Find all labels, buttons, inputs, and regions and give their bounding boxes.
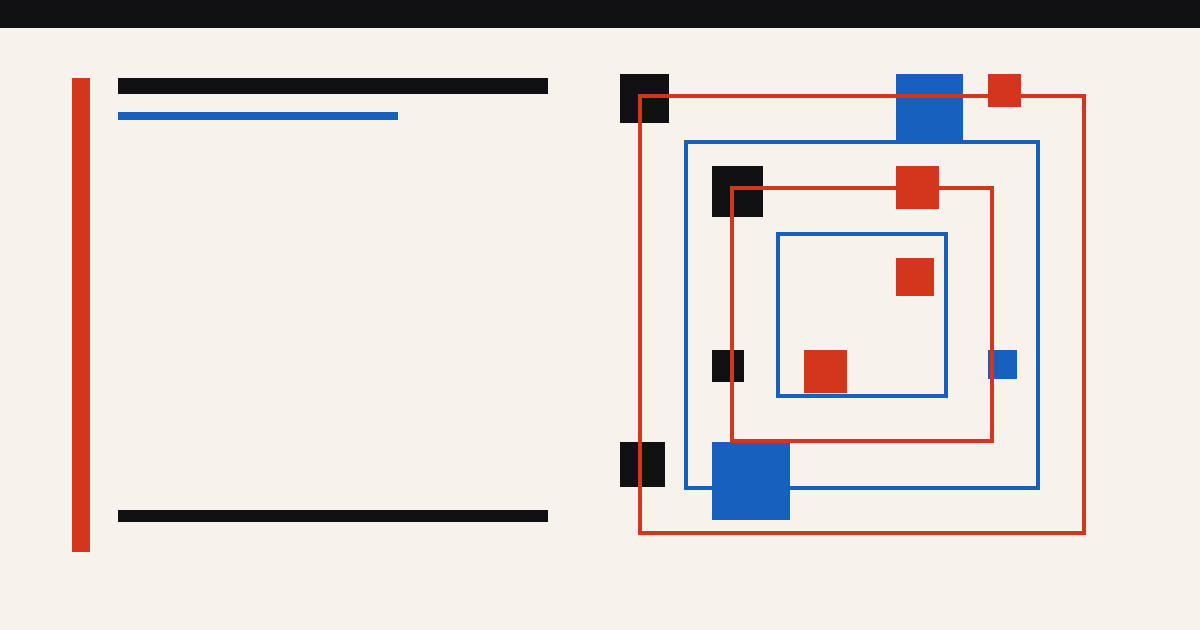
title-placeholder-bar bbox=[118, 78, 548, 94]
block-red-center bbox=[896, 258, 934, 296]
block-blue-top bbox=[896, 74, 963, 142]
block-red-lower bbox=[804, 350, 847, 393]
frame-third-red bbox=[730, 186, 994, 443]
frame-second-blue bbox=[684, 140, 1040, 490]
block-black-middle bbox=[712, 350, 744, 382]
left-accent-bar bbox=[72, 78, 90, 552]
frame-outer-red bbox=[638, 94, 1086, 535]
subtitle-placeholder-bar bbox=[118, 112, 398, 120]
footer-placeholder-bar bbox=[118, 510, 548, 522]
block-blue-bottom bbox=[712, 442, 790, 520]
block-black-bottom-left bbox=[620, 442, 665, 487]
frame-inner-blue bbox=[776, 232, 948, 398]
block-black-top-left bbox=[620, 74, 669, 123]
block-red-top-right bbox=[988, 74, 1021, 107]
block-black-upper bbox=[712, 166, 763, 217]
top-bar bbox=[0, 0, 1200, 28]
